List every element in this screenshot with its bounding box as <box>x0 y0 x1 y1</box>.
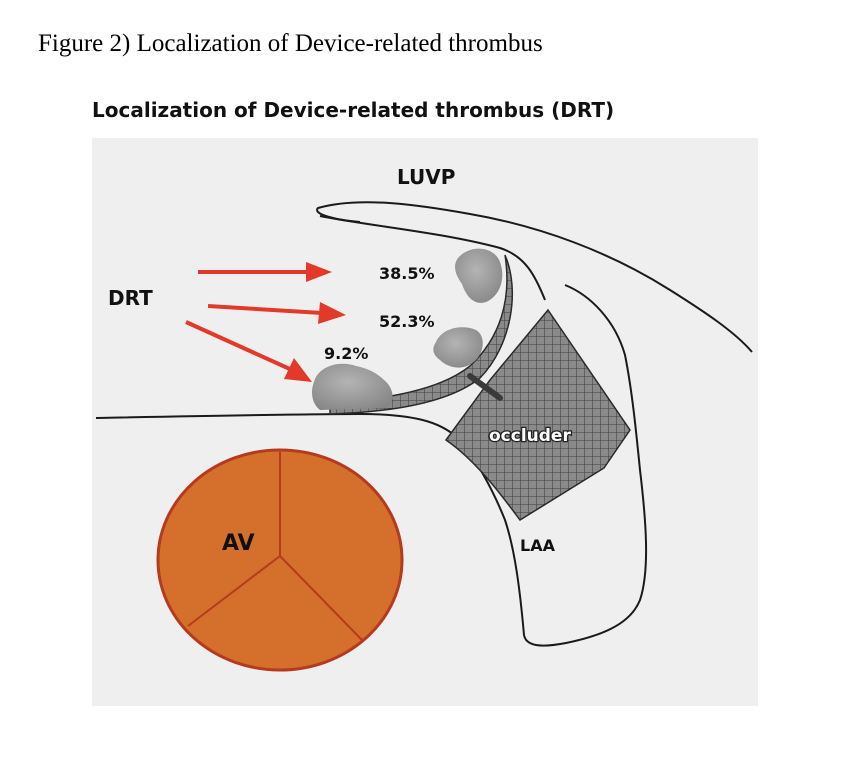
figure-caption: Figure 2) Localization of Device-related… <box>38 30 543 57</box>
thrombus-middle <box>433 327 483 368</box>
percentage-lower: 9.2% <box>324 344 368 363</box>
atrial-floor-outline <box>95 412 525 636</box>
drt-arrow-upper <box>198 262 332 282</box>
panel-title: Localization of Device-related thrombus … <box>92 98 615 122</box>
drt-arrow-lower <box>185 320 312 382</box>
percentage-upper: 38.5% <box>379 264 435 283</box>
av-label: AV <box>222 531 255 556</box>
occluder-label: occluder <box>489 426 571 446</box>
drt-label: DRT <box>108 286 153 310</box>
luvp-label: LUVP <box>397 165 455 189</box>
occluder-lobe <box>444 308 631 521</box>
percentage-middle: 52.3% <box>379 312 435 331</box>
thrombus-lower <box>312 363 393 410</box>
occluder-waist <box>467 373 503 401</box>
ridge-inner-outline <box>319 215 546 301</box>
aortic-valve <box>156 448 404 672</box>
drt-arrow-middle <box>207 302 346 324</box>
laa-outline <box>523 284 648 647</box>
thrombus-upper <box>455 248 503 303</box>
laa-label: LAA <box>520 536 556 555</box>
luvp-ridge-outline <box>316 201 753 353</box>
